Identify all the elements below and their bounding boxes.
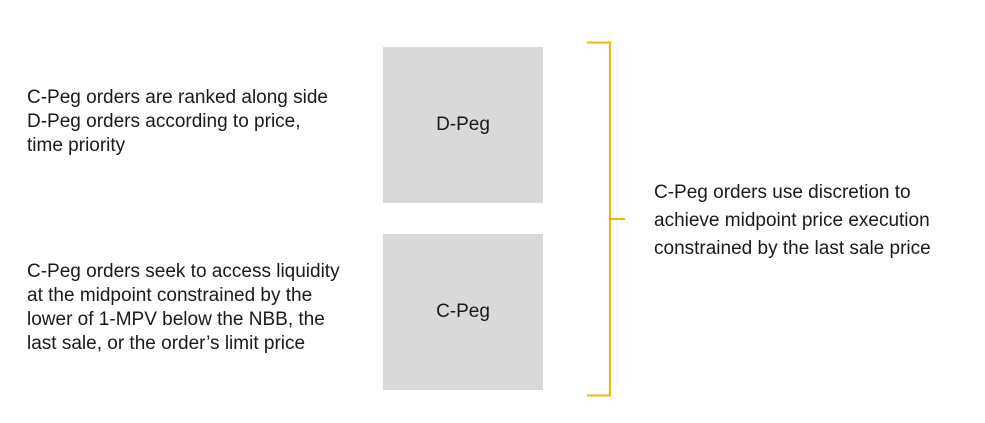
- description-line: at the midpoint constrained by the: [27, 285, 313, 306]
- summary-line: C-Peg orders use discretion to: [654, 182, 911, 203]
- summary-line: achieve midpoint price execution: [654, 210, 930, 231]
- summary-line: constrained by the last sale price: [654, 238, 931, 259]
- description-line: lower of 1-MPV below the NBB, the: [27, 309, 325, 330]
- discretion-summary: C-Peg orders use discretion to achieve m…: [654, 179, 974, 263]
- description-line: C-Peg orders are ranked along side: [27, 87, 329, 108]
- dpeg-box: D-Peg: [383, 47, 543, 203]
- cpeg-liquidity-description: C-Peg orders seek to access liquidity at…: [27, 260, 372, 356]
- dpeg-box-label: D-Peg: [436, 114, 490, 135]
- bracket-line: [587, 41, 625, 397]
- cpeg-box: C-Peg: [383, 234, 543, 390]
- dpeg-ranking-description: C-Peg orders are ranked along side D-Peg…: [27, 86, 372, 158]
- description-line: C-Peg orders seek to access liquidity: [27, 261, 340, 282]
- description-line: last sale, or the order’s limit price: [27, 333, 306, 354]
- description-line: time priority: [27, 135, 126, 156]
- description-line: D-Peg orders according to price,: [27, 111, 301, 132]
- grouping-bracket: [587, 41, 625, 397]
- cpeg-box-label: C-Peg: [436, 301, 490, 322]
